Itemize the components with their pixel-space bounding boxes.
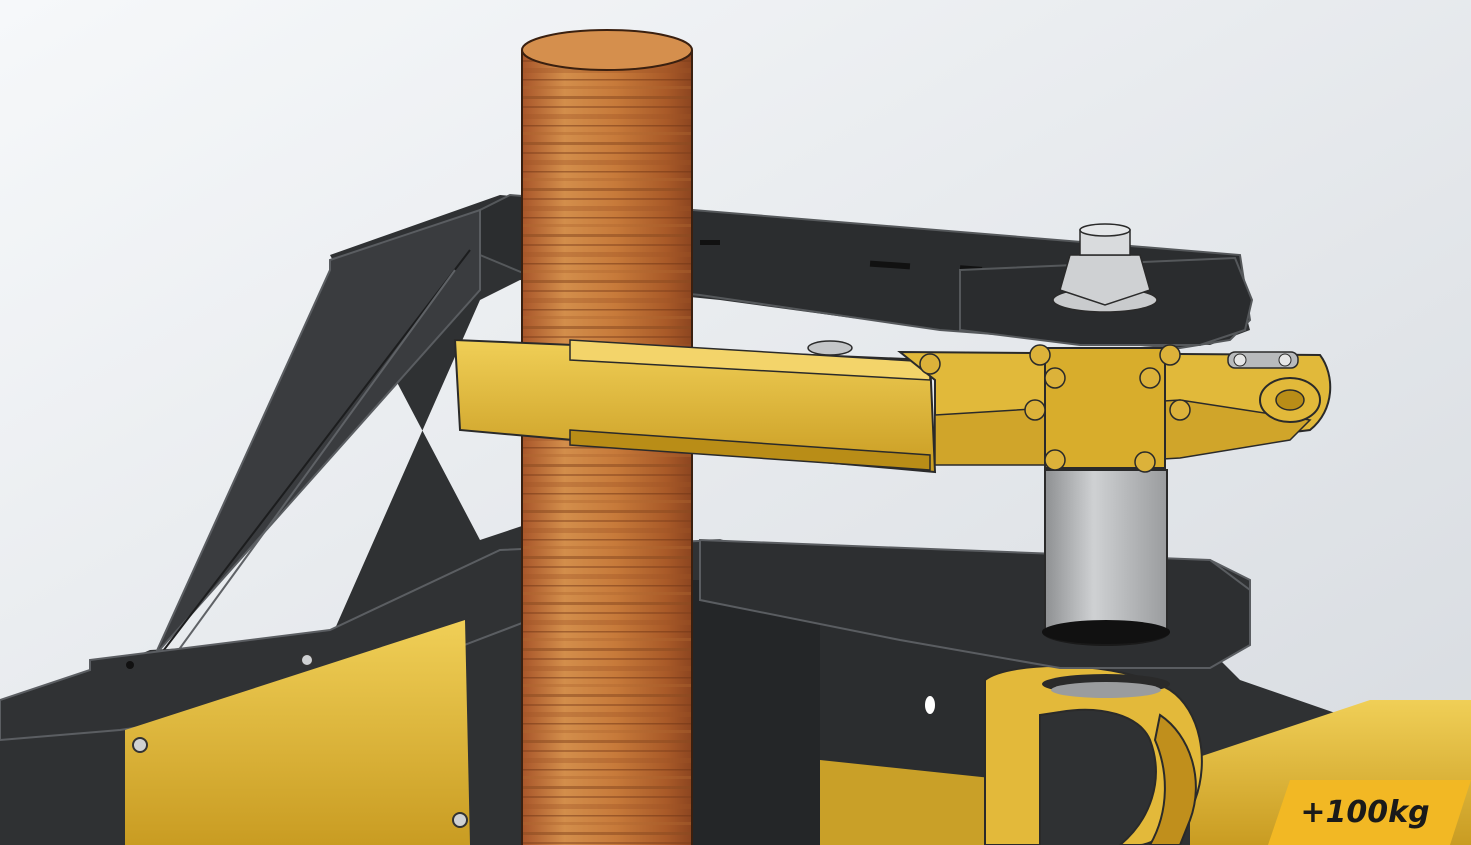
yellow-arm xyxy=(453,338,1332,474)
yellow-side-panel xyxy=(125,620,470,845)
hex-nut xyxy=(1052,223,1158,313)
weight-badge: +100kg xyxy=(1268,780,1471,845)
badge-label: +100kg xyxy=(1300,795,1429,830)
yellow-hook-clamp xyxy=(984,665,1203,845)
badge-background xyxy=(1268,780,1471,845)
